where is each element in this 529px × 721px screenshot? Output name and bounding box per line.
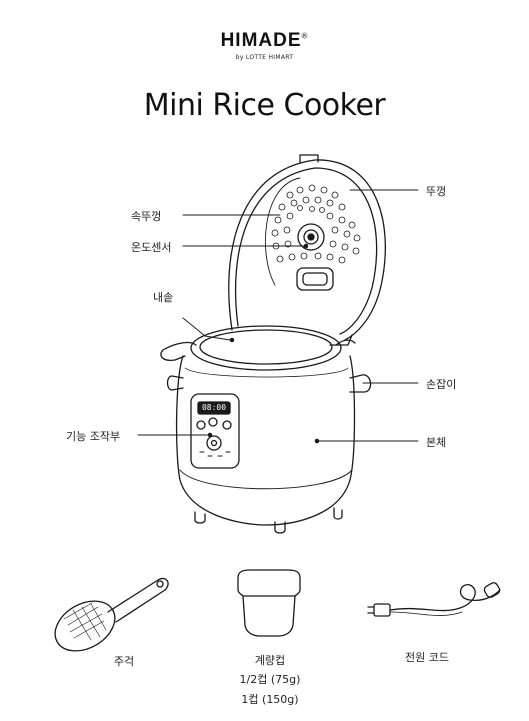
caption-paddle: 주걱 [113, 655, 135, 668]
brand-logo: HIMADE® [0, 30, 529, 52]
label-control-panel: 기능 조작부 [66, 430, 121, 443]
label-lid: 뚜껑 [426, 185, 447, 198]
brand-name: HIMADE [220, 30, 302, 51]
label-body: 본체 [426, 436, 447, 449]
body-drawing [160, 325, 372, 534]
label-inner-pot: 내솥 [153, 291, 174, 304]
label-temp-sensor: 온도센서 [131, 241, 172, 254]
paddle-drawing [54, 577, 169, 652]
lid-drawing [228, 154, 386, 346]
caption-power-cord: 전원 코드 [405, 651, 449, 664]
brand-subtitle: by LOTTE HIMART [235, 54, 294, 61]
caption-cup: 계량컵 [254, 654, 286, 667]
page-title: Mini Rice Cooker [143, 88, 386, 123]
panel-display: 08:00 [201, 403, 227, 412]
power-cord-drawing [367, 582, 501, 617]
label-handle: 손잡이 [426, 378, 457, 391]
label-inner-lid: 속뚜껑 [131, 210, 162, 223]
registered-mark: ® [301, 31, 309, 41]
caption-cup-half: 1/2컵 (75g) [239, 673, 301, 686]
leader-lines [137, 189, 419, 442]
caption-cup-full: 1컵 (150g) [241, 693, 299, 706]
cup-drawing [237, 569, 301, 637]
